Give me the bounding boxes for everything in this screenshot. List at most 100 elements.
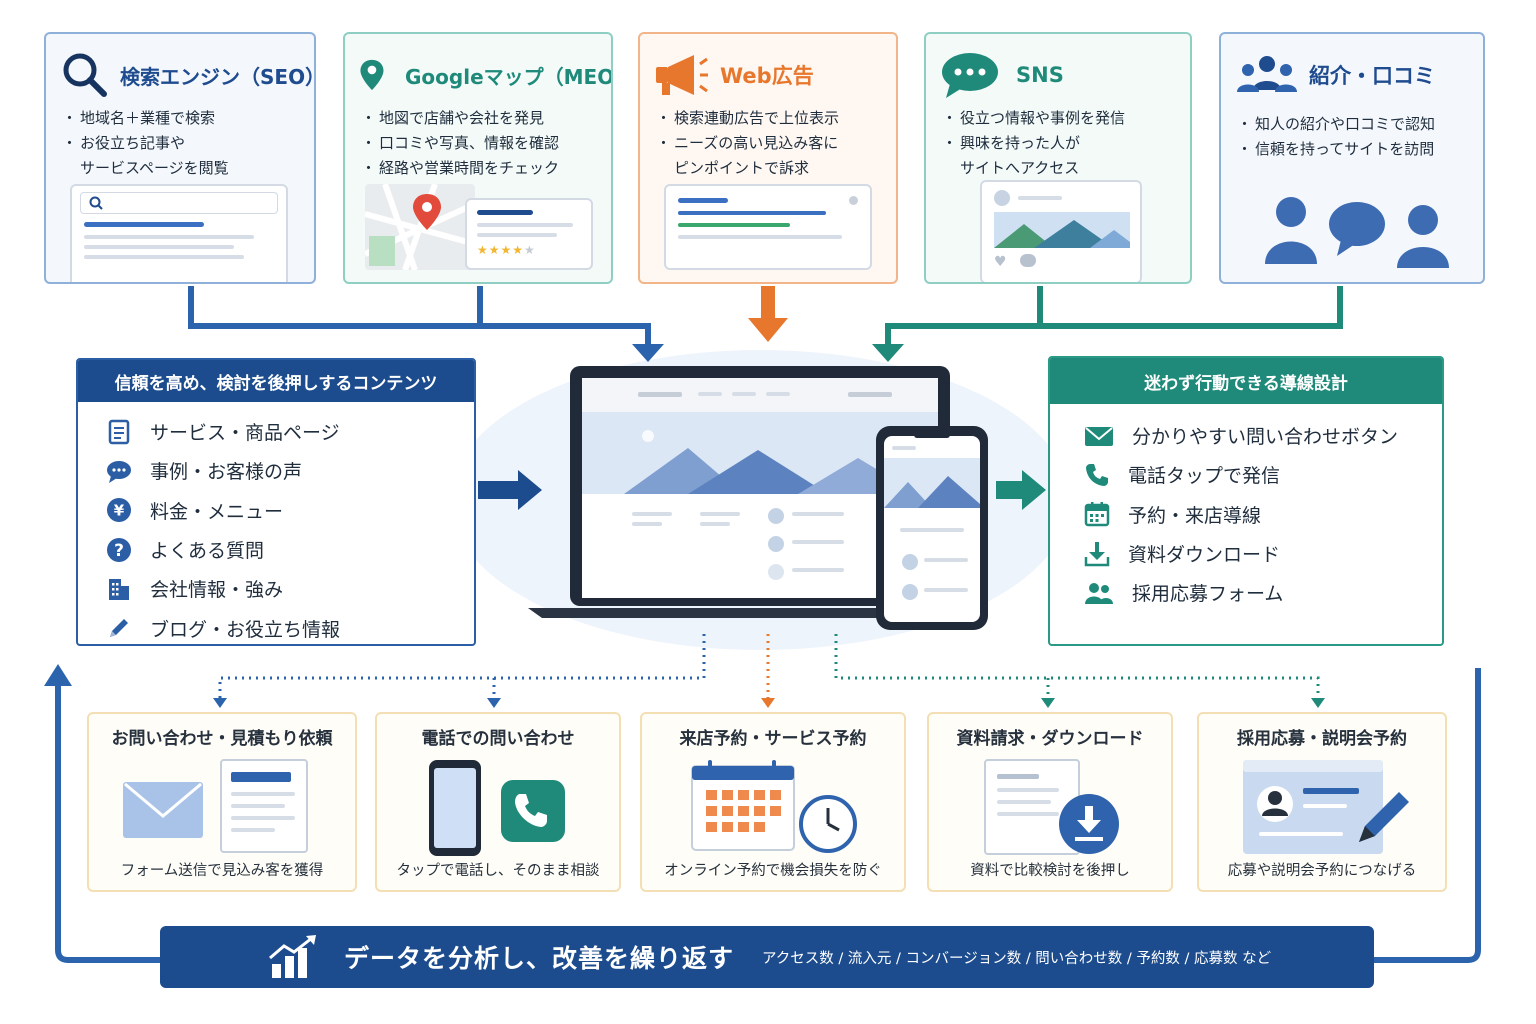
action-item-label: 予約・来店導線 [1128,504,1262,527]
speech-bubble-icon [107,460,131,483]
conversion-desc: タップで電話し、そのまま相談 [396,863,600,879]
source-card-referral: 紹介・口コミ 知人の紹介や口コミで認知 信頼を持ってサイトを訪問 [1219,32,1485,284]
source-bullet: 口コミや写真、情報を確認 [361,131,597,156]
content-item-blog: ブログ・お役立ち情報 [106,608,474,644]
conversion-desc: 資料で比較検討を後押し [970,863,1130,879]
star-rating-icon: ★★★★★ [477,243,536,257]
map-pin-icon [360,59,384,91]
content-item-label: よくある質問 [150,540,265,563]
document-download-illustration [984,759,1119,855]
bar-chart-growth-icon [269,935,316,978]
source-bullet: 役立つ情報や事例を発信 [942,106,1176,131]
referral-conversation-illustration [1265,197,1449,268]
conversion-card-recruit: 採用応募・説明会予約 応募や説明会予約につなげる [1197,712,1447,892]
megaphone-icon [656,55,708,95]
pencil-icon [110,619,128,638]
analysis-improvement-bar: データを分析し、改善を繰り返す アクセス数 / 流入元 / コンバージョン数 /… [160,926,1374,988]
id-card-pen-illustration [1243,760,1409,854]
mail-form-illustration [123,759,308,853]
ad-result-mockup [664,184,872,270]
building-icon [109,578,129,600]
action-item-recruit-form: 採用応募フォーム [1084,573,1442,612]
source-card-meo: Googleマップ（MEO） 地図で店舗や会社を発見 口コミや写真、情報を確認 … [343,32,613,284]
action-item-phone-tap: 電話タップで発信 [1084,455,1442,494]
smartphone-call-illustration [429,760,565,856]
action-item-label: 採用応募フォーム [1132,583,1284,606]
content-item-label: 料金・メニュー [150,500,284,523]
conversion-title: 来店予約・サービス予約 [679,729,867,749]
conversion-title: 採用応募・説明会予約 [1237,729,1407,749]
action-item-label: 電話タップで発信 [1128,465,1281,488]
source-card-ads: Web広告 検索連動広告で上位表示 ニーズの高い見込み客に ピンポイントで訴求 [638,32,898,284]
conversion-card-phone: 電話での問い合わせ タップで電話し、そのまま相談 [375,712,621,892]
comment-icon [1020,254,1036,267]
action-item-download: 資料ダウンロード [1084,534,1442,573]
source-card-seo: 検索エンジン（SEO） 地域名＋業種で検索 お役立ち記事や サービスページを閲覧 [44,32,316,284]
source-bullet: ニーズの高い見込み客に [656,131,882,156]
content-item-label: サービス・商品ページ [150,422,340,445]
website-devices-illustration [528,366,988,630]
content-item-faq: ? よくある質問 [106,530,474,569]
source-bullet: 地図で店舗や会社を発見 [361,106,597,131]
source-title: 検索エンジン（SEO） [120,64,316,89]
source-bullet: サイトへアクセス [960,159,1080,177]
calendar-icon [1084,502,1110,527]
action-panel-title: 迷わず行動できる導線設計 [1050,358,1442,404]
like-icon: ♥ [994,254,1007,270]
document-icon [108,419,130,444]
content-item-label: ブログ・お役立ち情報 [150,618,341,641]
conversion-desc: フォーム送信で見込み客を獲得 [120,863,324,879]
download-icon [1084,541,1110,566]
source-bullet: 経路や営業時間をチェック [361,156,597,181]
search-icon [89,196,103,210]
chat-bubble-icon [942,53,998,98]
content-item-cases: 事例・お客様の声 [106,451,474,490]
conversion-card-reservation: 来店予約・サービス予約 オンライン予約で機会損失を防ぐ [640,712,906,892]
content-item-service: サービス・商品ページ [106,412,474,451]
source-title: Googleマップ（MEO） [405,64,613,89]
bottom-bar-title: データを分析し、改善を繰り返す [344,944,735,973]
content-panel-title: 信頼を高め、検討を後押しするコンテンツ [78,360,474,402]
search-icon [63,53,107,97]
search-results-mockup [70,184,288,282]
svg-text:?: ? [114,541,124,561]
source-card-sns: SNS 役立つ情報や事例を発信 興味を持った人が サイトへアクセス ♥ [924,32,1192,284]
question-icon: ? [107,537,131,562]
phone-icon [1086,463,1108,486]
yen-icon: ¥ [107,498,131,523]
source-bullet: ピンポイントで訴求 [674,159,810,177]
action-item-label: 資料ダウンロード [1128,544,1281,567]
source-bullet: 地域名＋業種で検索 [62,106,300,131]
source-bullet: サービスページを閲覧 [80,159,229,177]
content-item-pricing: ¥ 料金・メニュー [106,491,474,530]
bottom-bar-metrics: アクセス数 / 流入元 / コンバージョン数 / 問い合わせ数 / 予約数 / … [762,950,1272,967]
source-bullet: お役立ち記事や [62,131,300,156]
source-bullet: 知人の紹介や口コミで認知 [1237,112,1469,137]
place-info-mockup: ★★★★★ [465,198,593,270]
source-bullet: 興味を持った人が [942,131,1176,156]
conversion-title: 電話での問い合わせ [421,729,575,749]
content-item-label: 事例・お客様の声 [150,461,303,484]
action-item-contact-button: 分かりやすい問い合わせボタン [1084,416,1442,455]
mail-icon [1085,426,1113,446]
action-item-label: 分かりやすい問い合わせボタン [1132,426,1399,449]
conversion-title: お問い合わせ・見積もり依頼 [111,729,333,749]
content-item-company: 会社情報・強み [106,569,474,608]
source-bullet: 検索連動広告で上位表示 [656,106,882,131]
content-panel: 信頼を高め、検討を後押しするコンテンツ サービス・商品ページ 事例・お客様の声 … [76,358,476,646]
conversion-title: 資料請求・ダウンロード [956,729,1144,749]
photo-thumbnail [994,212,1130,248]
source-title: SNS [1016,63,1064,87]
svg-text:¥: ¥ [114,502,125,520]
content-item-label: 会社情報・強み [150,579,284,602]
sns-post-mockup: ♥ [980,180,1142,282]
conversion-desc: オンライン予約で機会損失を防ぐ [664,863,882,879]
map-mockup [365,184,475,270]
conversion-card-download: 資料請求・ダウンロード 資料で比較検討を後押し [927,712,1173,892]
users-icon [1085,582,1113,604]
source-title: 紹介・口コミ [1309,64,1435,88]
conversion-desc: 応募や説明会予約につなげる [1227,863,1417,879]
action-item-reservation: 予約・来店導線 [1084,495,1442,534]
calendar-clock-illustration [691,760,857,853]
people-icon [1237,56,1297,92]
